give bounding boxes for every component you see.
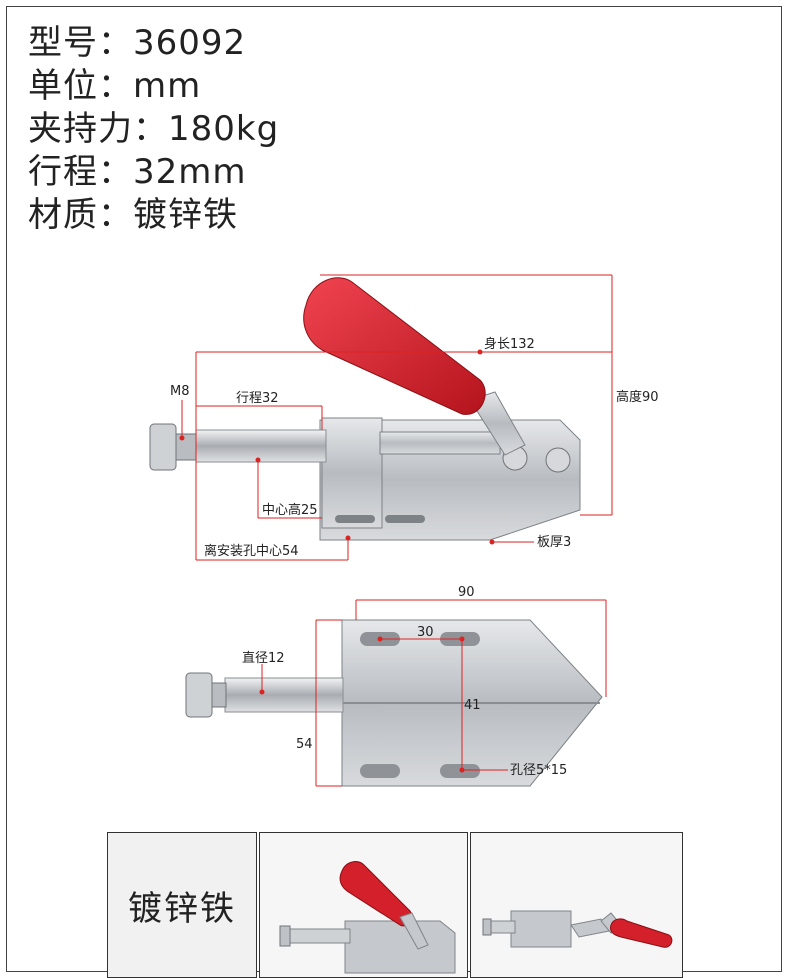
top-slot-3 [360,764,400,778]
top-view-dimensions: 90 30 41 直径12 54 孔径5*15 [242,585,607,787]
m8-dot [179,435,185,441]
label-center-height: 中心高25 [262,502,318,518]
top-thread [211,682,227,708]
thumb-side-photo[interactable] [259,832,468,978]
side-mount-slot-2 [385,515,425,523]
spec-stroke-label: 行程： [28,152,133,192]
spec-list: 型号：36092 单位：mm 夹持力：180kg 行程：32mm 材质：镀锌铁 [28,22,279,237]
side-red-handle [303,277,486,415]
side-pivot-2 [545,447,571,473]
thumb-material[interactable]: 镀锌铁 [107,832,257,978]
label-plate-thickness: 板厚3 [537,535,571,550]
spec-stroke: 行程：32mm [28,151,279,194]
side-plunger-rod [195,429,327,463]
label-body-length: 身长132 [484,336,535,352]
plate-thickness-dot [489,539,495,545]
side-body-block [321,417,383,529]
side-mount-slot [335,515,375,523]
spec-force-value: 180kg [168,109,280,149]
spec-material-label: 材质： [28,195,133,235]
side-linkage [379,431,501,455]
label-diameter: 直径12 [242,651,285,666]
label-thread: M8 [170,384,190,399]
spec-stroke-value: 32mm [133,152,247,192]
top-view-clamp [185,619,603,787]
spec-unit: 单位：mm [28,65,279,108]
thumb-open-photo[interactable] [470,832,683,978]
label-mount-offset: 离安装孔中心54 [204,543,299,559]
side-view-dimensions: 高度90 身长132 M8 行程32 中心高25 离安装孔中心54 板厚3 [170,274,659,561]
mount-offset-dot [345,535,351,541]
spec-unit-label: 单位： [28,66,133,106]
spec-force: 夹持力：180kg [28,108,279,151]
length-dot [477,349,483,355]
dimension-diagram: 高度90 身长132 M8 行程32 中心高25 离安装孔中心54 板厚3 [149,274,659,787]
side-view-clamp [149,277,581,541]
label-width: 90 [458,585,475,600]
hole-spacing-x-dot-1 [377,636,383,642]
thumb-side-clamp-image [279,861,456,974]
label-hole-spacing-x: 30 [417,625,434,640]
label-height: 高度90 [616,389,659,405]
spec-force-label: 夹持力： [28,109,168,149]
spec-material-value: 镀锌铁 [133,195,238,235]
thumb-material-label: 镀锌铁 [128,888,236,929]
label-hole-spacing-y: 41 [464,698,481,713]
top-plunger-rod [224,677,344,713]
thumb-open-clamp-image [482,910,673,948]
top-hex-nut [185,672,213,718]
center-height-dot [255,457,261,463]
side-hex-nut [149,423,177,471]
spec-unit-value: mm [133,66,202,106]
side-thread [175,433,197,461]
spec-model-label: 型号： [28,23,133,63]
spec-material: 材质：镀锌铁 [28,194,279,237]
diameter-dot [259,689,265,695]
spec-model-value: 36092 [133,23,247,63]
label-stroke: 行程32 [236,391,279,406]
label-base-height: 54 [296,737,313,752]
spec-model: 型号：36092 [28,22,279,65]
side-lever-arm [469,391,526,456]
label-hole-size: 孔径5*15 [510,763,567,778]
